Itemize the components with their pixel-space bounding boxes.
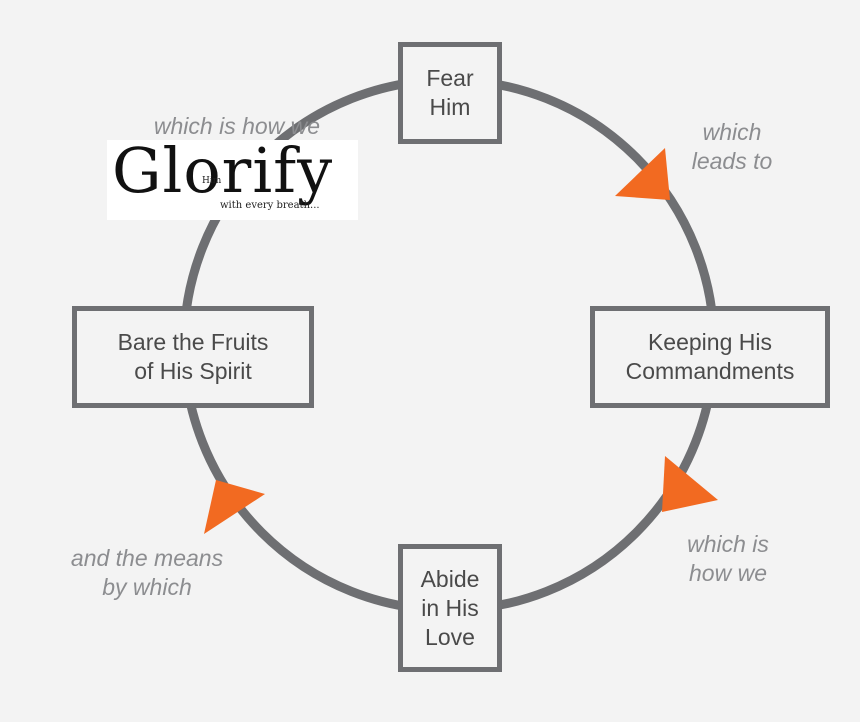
node-fruits-label: Bare the Fruits of His Spirit	[117, 329, 269, 384]
logo-small-text: Him	[202, 176, 222, 186]
node-bare-fruits: Bare the Fruits of His Spirit	[72, 306, 314, 408]
node-fear-him: Fear Him	[398, 42, 502, 144]
glorify-logo: Glorify Him with every breath...	[107, 134, 358, 220]
caption-leads-to: which leads to	[691, 119, 773, 174]
node-keeping-label: Keeping His Commandments	[625, 329, 795, 384]
logo-tagline: with every breath...	[220, 200, 320, 211]
caption-means-by-which: and the means by which	[70, 545, 224, 600]
caption-how-we-top: which is how we	[153, 113, 321, 139]
logo-word: Glorify	[112, 134, 334, 207]
caption-how-we-right: which is how we	[687, 531, 769, 586]
arrow-top-right	[615, 148, 670, 200]
arrow-left-bottom	[204, 480, 265, 534]
node-keeping-commandments: Keeping His Commandments	[590, 306, 830, 408]
arrow-right-bottom	[662, 456, 718, 512]
node-abide-label: Abide in His Love	[420, 565, 480, 650]
node-fear-him-label: Fear Him	[426, 65, 474, 120]
node-abide-love: Abide in His Love	[398, 544, 502, 672]
